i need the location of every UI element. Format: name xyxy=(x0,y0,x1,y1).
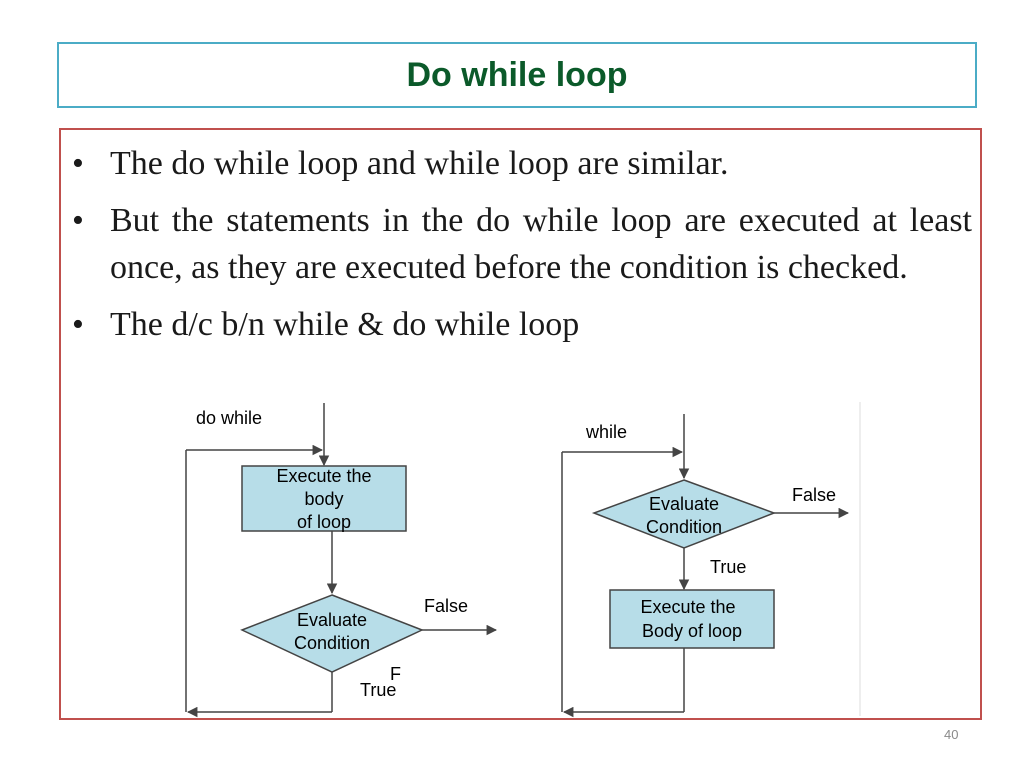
while-decision-diamond xyxy=(591,479,777,549)
page-number: 40 xyxy=(944,727,959,742)
bullet-dot-icon: • xyxy=(72,145,84,182)
title-box: Do while loop xyxy=(57,42,977,108)
bullet-list: • The do while loop and while loop are si… xyxy=(72,140,972,358)
do-while-flowchart: do while Execute the body of loop Evalua… xyxy=(185,403,498,718)
do-while-box-line3: of loop xyxy=(297,512,351,532)
bullet-item: • The d/c b/n while & do while loop xyxy=(72,301,972,348)
bullet-dot-icon: • xyxy=(72,202,84,239)
content-box: • The do while loop and while loop are si… xyxy=(59,128,982,720)
while-true-label: True xyxy=(710,557,746,577)
do-while-false-label: False xyxy=(424,596,468,616)
do-while-box-line1: Execute the xyxy=(276,466,371,486)
do-while-process-box xyxy=(241,465,407,532)
do-while-stray-label: F xyxy=(390,664,401,684)
do-while-decision-line2: Condition xyxy=(294,633,370,653)
bullet-text: But the statements in the do while loop … xyxy=(110,202,972,286)
while-flowchart: while Evaluate Condition False True Exec… xyxy=(561,414,850,718)
bullet-text: The do while loop and while loop are sim… xyxy=(110,145,729,182)
while-false-label: False xyxy=(792,485,836,505)
do-while-true-label: True xyxy=(360,680,396,700)
bullet-dot-icon: • xyxy=(72,306,84,343)
while-decision-line1: Evaluate xyxy=(649,494,719,514)
do-while-box-line2: body xyxy=(304,489,343,509)
do-while-label: do while xyxy=(196,408,262,428)
bullet-item: • But the statements in the do while loop… xyxy=(72,197,972,291)
while-box-line2: Body of loop xyxy=(642,621,742,641)
bullet-item: • The do while loop and while loop are si… xyxy=(72,140,972,187)
while-process-box xyxy=(609,589,775,649)
bullet-text: The d/c b/n while & do while loop xyxy=(110,306,580,343)
do-while-decision-line1: Evaluate xyxy=(297,610,367,630)
slide-title: Do while loop xyxy=(406,55,628,94)
while-box-line1: Execute the xyxy=(640,597,735,617)
while-label: while xyxy=(585,422,627,442)
while-decision-line2: Condition xyxy=(646,517,722,537)
